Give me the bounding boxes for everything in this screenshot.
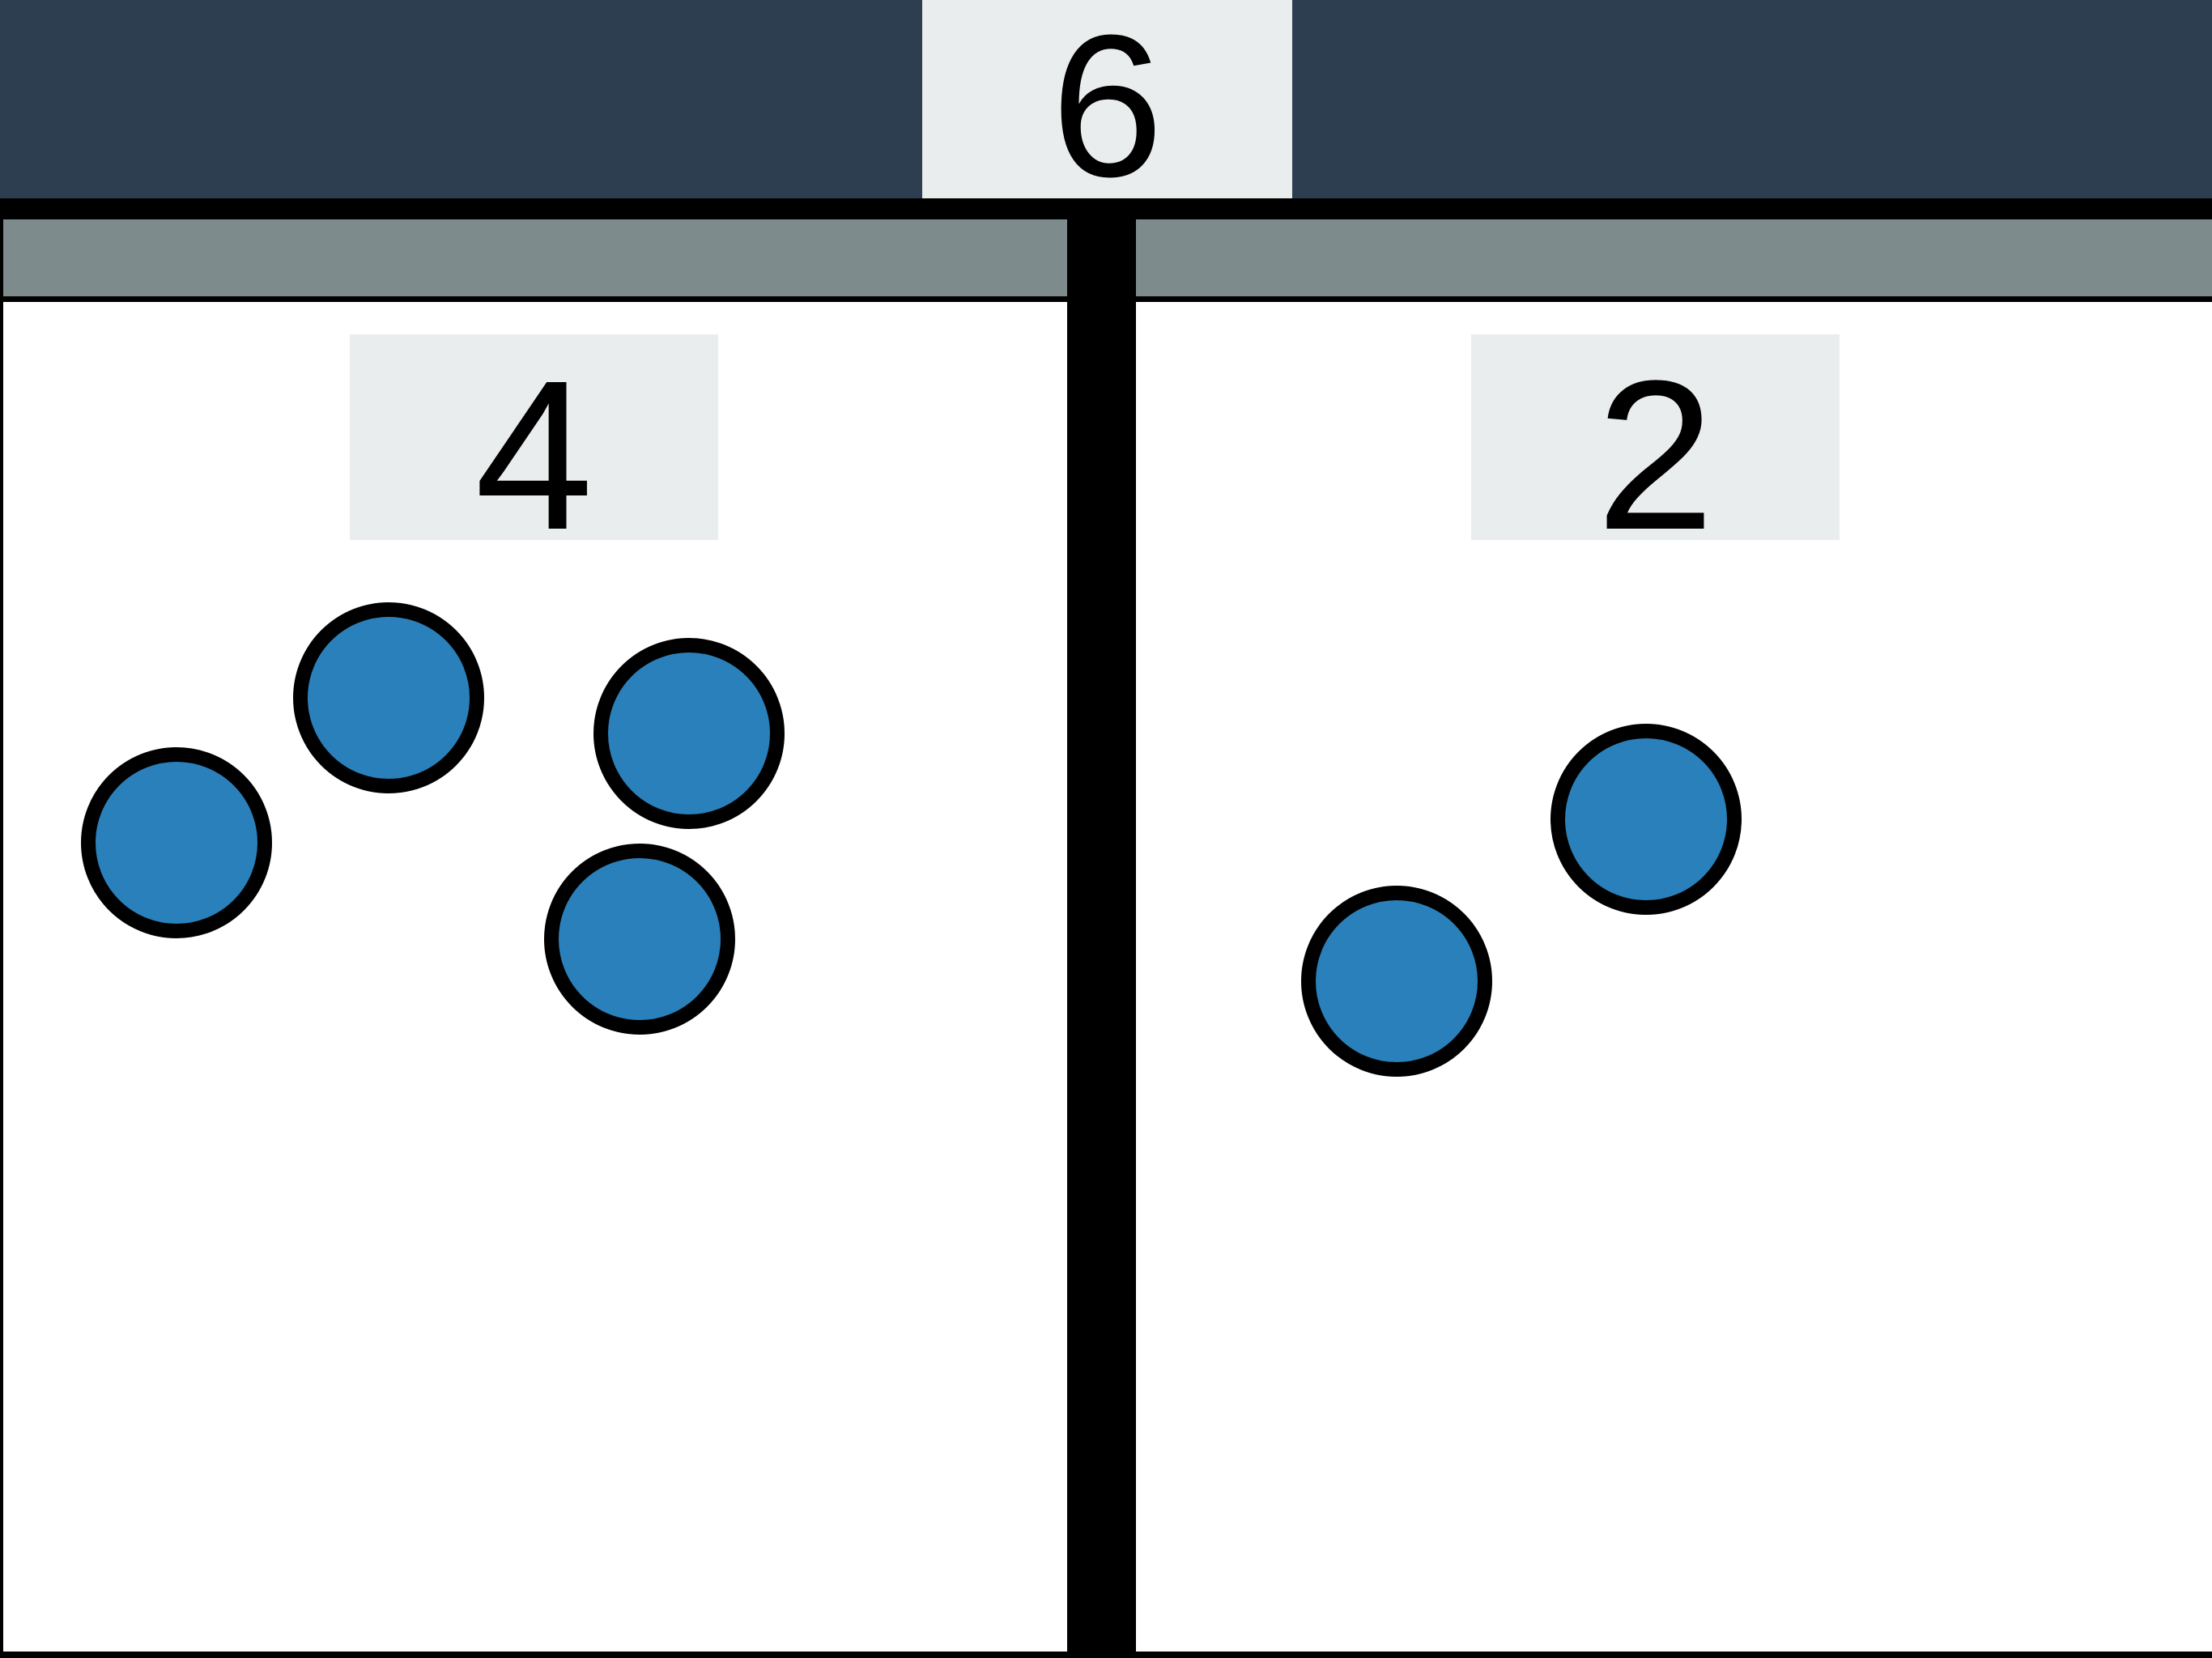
whole-number-value: 6 <box>1050 0 1164 219</box>
whole-number-box[interactable]: 6 <box>922 0 1292 206</box>
center-divider <box>1067 198 1136 1658</box>
left-part-value: 4 <box>474 335 593 574</box>
left-part-number-box[interactable]: 4 <box>350 334 718 561</box>
right-part-value: 2 <box>1596 335 1715 574</box>
left-edge-border <box>0 219 3 1658</box>
right-part-number-box[interactable]: 2 <box>1471 334 1840 561</box>
counter[interactable] <box>81 747 272 938</box>
counter[interactable] <box>1551 724 1742 915</box>
bottom-edge-border <box>0 1652 2212 1658</box>
counter[interactable] <box>544 844 735 1035</box>
counter[interactable] <box>593 638 785 829</box>
counter[interactable] <box>1301 886 1492 1077</box>
counter[interactable] <box>293 602 484 793</box>
